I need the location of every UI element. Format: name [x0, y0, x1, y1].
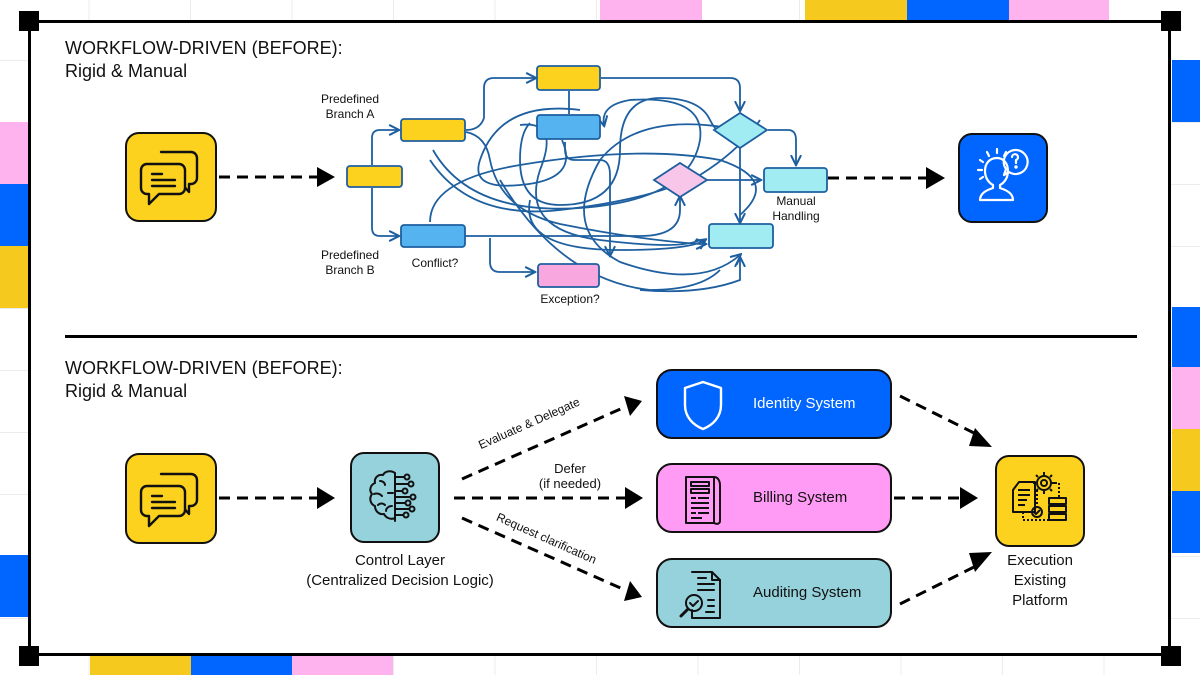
decorative-tile	[907, 0, 1009, 20]
top-input-arrowhead	[317, 167, 335, 187]
flow-decision-top	[712, 111, 769, 150]
bottom-section-title: WORKFLOW-DRIVEN (BEFORE): Rigid & Manual	[65, 357, 343, 403]
identity-system-label: Identity System	[753, 395, 856, 412]
exception-label: Exception?	[540, 292, 600, 306]
flow-connectors	[371, 78, 796, 293]
section-divider	[65, 335, 1137, 338]
arrow-request-clarification	[461, 516, 626, 592]
manual-handling-line1: Manual	[776, 194, 816, 208]
flow-node-lower-right	[708, 223, 774, 249]
branch-a-line2: Branch A	[325, 107, 375, 121]
control-layer-tile	[350, 452, 440, 543]
decorative-tile	[1172, 491, 1200, 553]
control-layer-label: Control Layer (Centralized Decision Logi…	[280, 551, 520, 591]
execution-gear-icon	[1012, 472, 1067, 521]
bottom-input-chat-tile	[125, 453, 217, 544]
identity-system-box: Identity System	[656, 369, 892, 439]
decorative-tile	[0, 122, 28, 184]
arrowhead	[625, 487, 643, 509]
execution-line1: Execution	[1007, 552, 1073, 569]
decorative-tile	[1172, 367, 1200, 429]
defer-line1: Defer	[554, 461, 586, 476]
flow-node-top	[536, 65, 601, 91]
decorative-tile	[805, 0, 907, 20]
billing-system-box: Billing System	[656, 463, 892, 533]
decorative-tile	[0, 246, 28, 308]
flow-node-exception	[537, 263, 600, 288]
execution-platform-tile	[995, 455, 1085, 547]
billing-system-label: Billing System	[753, 489, 848, 506]
arrow-auditing-to-execution	[899, 562, 981, 606]
manual-handling-line2: Handling	[772, 209, 820, 223]
arrowhead	[317, 487, 335, 509]
manual-handling-label: Manual Handling	[760, 194, 832, 224]
decorative-tile	[1172, 429, 1200, 491]
execution-line3: Platform	[1012, 592, 1068, 609]
shield-icon	[683, 380, 723, 431]
top-output-arrowhead	[926, 167, 945, 189]
auditing-system-box: Auditing System	[656, 558, 892, 628]
flow-node-manual	[763, 167, 828, 193]
arrowhead	[624, 581, 642, 601]
auditing-system-label: Auditing System	[753, 584, 862, 601]
decorative-tile	[1172, 307, 1200, 367]
top-input-chat-tile	[125, 132, 217, 222]
decorative-tile	[1172, 60, 1200, 122]
frame-corner-bottom-left	[19, 646, 39, 666]
arrowhead	[960, 487, 978, 509]
top-title-line2: Rigid & Manual	[65, 61, 188, 81]
flow-decision-pink	[652, 161, 709, 199]
brain-circuit-icon	[369, 469, 417, 522]
audit-document-icon	[679, 571, 721, 619]
branch-b-line2: Branch B	[325, 263, 375, 277]
control-layer-line1: Control Layer	[354, 552, 446, 569]
confused-person-icon	[976, 147, 1029, 202]
execution-line2: Existing	[1013, 572, 1067, 589]
arrow-evaluate-delegate	[461, 405, 626, 481]
flow-node-branch-a	[400, 118, 466, 142]
decorative-tile	[1009, 0, 1109, 20]
conflict-label: Conflict?	[411, 256, 459, 270]
top-output-person-tile	[958, 133, 1048, 223]
execution-platform-label: Execution Existing Platform	[990, 551, 1090, 611]
flow-node-start	[346, 165, 403, 188]
arrowhead	[969, 552, 992, 572]
defer-line2: (if needed)	[538, 476, 602, 491]
arrowhead	[969, 428, 992, 447]
invoice-document-icon	[685, 476, 721, 525]
flow-node-middle	[536, 114, 601, 140]
bottom-title-line2: Rigid & Manual	[65, 381, 188, 401]
bottom-title-line1: WORKFLOW-DRIVEN (BEFORE):	[65, 358, 343, 378]
arrowhead	[624, 396, 642, 416]
top-section-title: WORKFLOW-DRIVEN (BEFORE): Rigid & Manual	[65, 37, 343, 83]
decorative-tile	[292, 656, 393, 675]
decorative-tile	[600, 0, 702, 20]
control-layer-line2: (Centralized Decision Logic)	[306, 572, 494, 589]
decorative-tile	[0, 555, 28, 617]
branch-b-line1: Predefined	[320, 248, 380, 262]
frame-corner-top-left	[19, 11, 39, 31]
chat-bubbles-icon	[139, 472, 199, 527]
branch-a-label: Predefined Branch A	[300, 92, 400, 122]
branch-b-label: Predefined Branch B	[300, 248, 400, 278]
top-title-line1: WORKFLOW-DRIVEN (BEFORE):	[65, 38, 343, 58]
branch-a-line1: Predefined	[320, 92, 380, 106]
frame-corner-bottom-right	[1161, 646, 1181, 666]
decorative-tile	[0, 184, 28, 246]
frame-corner-top-right	[1161, 11, 1181, 31]
edge-label-defer: Defer (if needed)	[530, 461, 610, 491]
decorative-tile	[191, 656, 292, 675]
arrow-identity-to-execution	[899, 394, 981, 438]
chat-bubbles-icon	[139, 150, 199, 206]
decorative-tile	[90, 656, 191, 675]
flow-node-branch-b	[400, 224, 466, 248]
